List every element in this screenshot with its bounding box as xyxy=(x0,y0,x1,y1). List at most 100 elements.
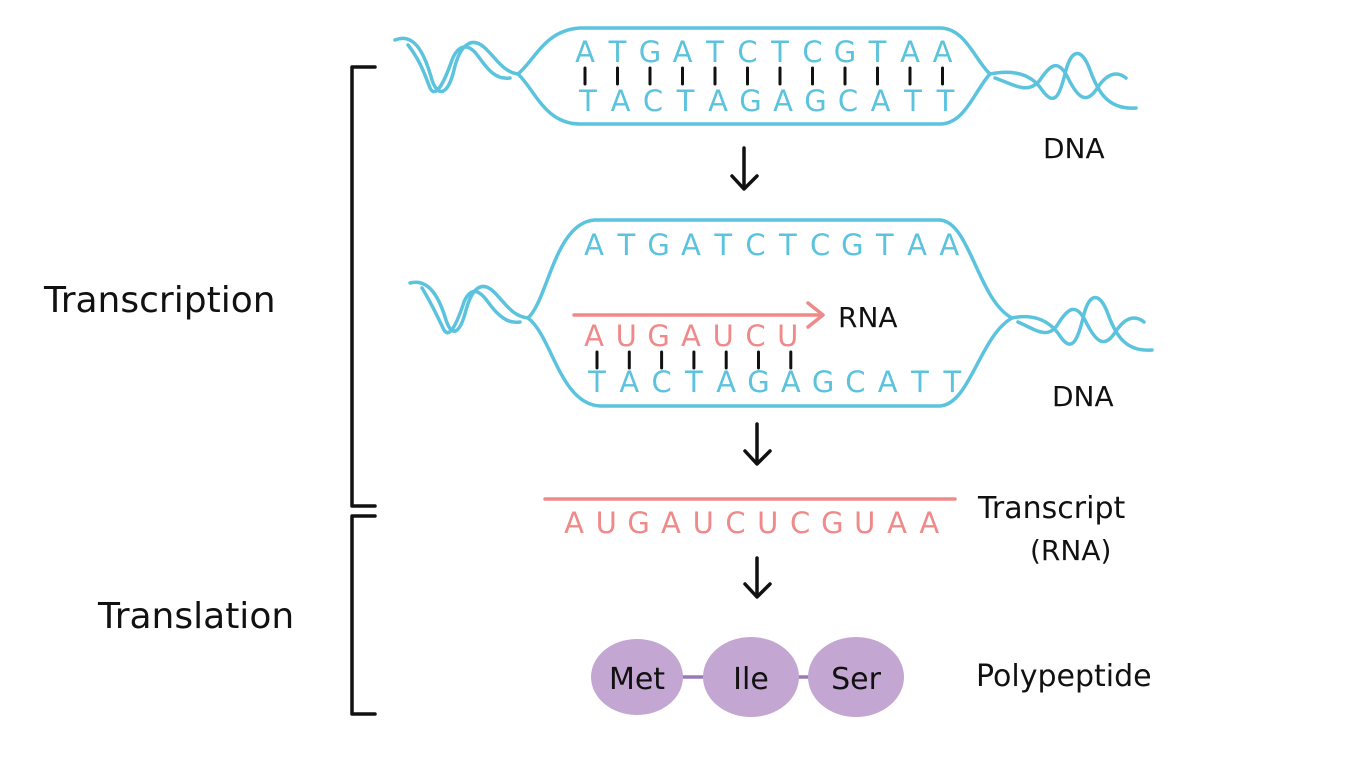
dna-top-base: T xyxy=(608,35,627,69)
dna-top-base: T xyxy=(875,228,894,262)
transcript-base: C xyxy=(725,506,745,540)
amino-acid-beads xyxy=(591,637,904,717)
dna-left-twist-2 xyxy=(406,43,512,94)
transcription-bracket xyxy=(350,65,377,508)
transcript-base: U xyxy=(693,506,714,540)
dna-bottom-base: G xyxy=(747,365,769,399)
dna-top-base: A xyxy=(907,228,927,262)
down-arrow-2 xyxy=(743,422,772,466)
amino-acid-ser: Ser xyxy=(831,662,882,697)
polypeptide-label: Polypeptide xyxy=(976,659,1152,694)
dna-top-base: A xyxy=(584,228,604,262)
translation-bracket xyxy=(350,514,377,716)
dna-bottom-base: C xyxy=(845,365,865,399)
dna-bottom-base: T xyxy=(936,84,955,118)
rna-base: U xyxy=(777,319,798,353)
amino-acid-ile-bead xyxy=(703,637,799,717)
dna-top-base: T xyxy=(770,35,789,69)
dna-right-twist-3 xyxy=(1010,295,1154,352)
dna-top-base: G xyxy=(841,228,863,262)
dna-top-base: G xyxy=(834,35,856,69)
transcript-base: G xyxy=(627,506,649,540)
rna-base: C xyxy=(745,319,765,353)
base-pair-ticks-stage2 xyxy=(595,350,793,370)
dna-top-base: C xyxy=(802,35,822,69)
dna-bottom-base: C xyxy=(643,84,663,118)
dna-top-base: G xyxy=(647,228,669,262)
dna-top-base: T xyxy=(778,228,797,262)
amino-acid-ser-bead xyxy=(808,637,904,717)
transcript-base: G xyxy=(821,506,843,540)
transcript-base: C xyxy=(790,506,810,540)
dna-label-stage2: DNA xyxy=(1052,380,1114,413)
dna-bottom-base: T xyxy=(903,84,922,118)
rna-label: RNA xyxy=(838,301,898,334)
amino-acid-ile: Ile xyxy=(733,662,769,697)
dna-top-base: A xyxy=(681,228,701,262)
dna-top-base: A xyxy=(900,35,920,69)
dna-bottom-base: T xyxy=(910,365,929,399)
rna-base: A xyxy=(681,319,701,353)
dna-label-stage1: DNA xyxy=(1043,132,1105,165)
rna-base: U xyxy=(713,319,734,353)
dna-bottom-base: A xyxy=(708,84,728,118)
dna-bottom-base: A xyxy=(871,84,891,118)
dna-top-base: T xyxy=(705,35,724,69)
amino-acid-met-bead xyxy=(591,639,683,715)
dna-bottom-base: C xyxy=(651,365,671,399)
dna-left-twist-1 xyxy=(393,36,520,94)
dna-top-base: A xyxy=(939,228,959,262)
dna-bottom-base: G xyxy=(804,84,826,118)
dna-right-twist-4 xyxy=(1016,307,1146,344)
transcription-label: Transcription xyxy=(43,280,276,321)
dna-bottom-base: T xyxy=(578,84,597,118)
dna-helix-stage1 xyxy=(393,26,1138,126)
dna-top-base: C xyxy=(745,228,765,262)
dna-top-base: A xyxy=(575,35,595,69)
rna-base: U xyxy=(616,319,637,353)
rna-base: A xyxy=(584,319,604,353)
dna-bottom-base: T xyxy=(676,84,695,118)
dna-bottom-base: A xyxy=(619,365,639,399)
dna-top-base: A xyxy=(933,35,953,69)
transcript-base: A xyxy=(887,506,907,540)
transcript-label-rna: (RNA) xyxy=(1030,534,1111,567)
dna-bottom-base: G xyxy=(739,84,761,118)
dna-left-twist-3 xyxy=(408,280,530,333)
dna-top-base: T xyxy=(713,228,732,262)
dna-bottom-base: T xyxy=(587,365,606,399)
transcript-label: Transcript xyxy=(977,491,1125,526)
dna-left-twist-4 xyxy=(420,286,522,335)
dna-right-twist-2 xyxy=(993,64,1128,100)
dna-top-base: T xyxy=(616,228,635,262)
down-arrow-1 xyxy=(730,146,759,191)
dna-top-base: A xyxy=(673,35,693,69)
dna-bottom-base: T xyxy=(942,365,961,399)
dna-bottom-base: G xyxy=(812,365,834,399)
translation-label: Translation xyxy=(97,596,294,637)
dna-bottom-base: A xyxy=(773,84,793,118)
rna-base: G xyxy=(647,319,669,353)
dna-right-twist-1 xyxy=(988,51,1138,110)
transcript-base: A xyxy=(564,506,584,540)
dna-helix-stage2 xyxy=(408,218,1154,408)
transcript-base: U xyxy=(854,506,875,540)
dna-top-base: T xyxy=(868,35,887,69)
dna-bottom-base: A xyxy=(716,365,736,399)
transcript-base: U xyxy=(757,506,778,540)
dna-bottom-base: A xyxy=(878,365,898,399)
dna-bottom-base: A xyxy=(781,365,801,399)
dna-top-base: C xyxy=(737,35,757,69)
transcript-base: U xyxy=(596,506,617,540)
base-pair-ticks-stage1 xyxy=(583,66,944,86)
dna-top-base: G xyxy=(639,35,661,69)
amino-acid-met: Met xyxy=(609,662,665,697)
dna-bottom-base: A xyxy=(611,84,631,118)
transcript-base: A xyxy=(919,506,939,540)
rna-direction-arrow xyxy=(572,301,825,329)
